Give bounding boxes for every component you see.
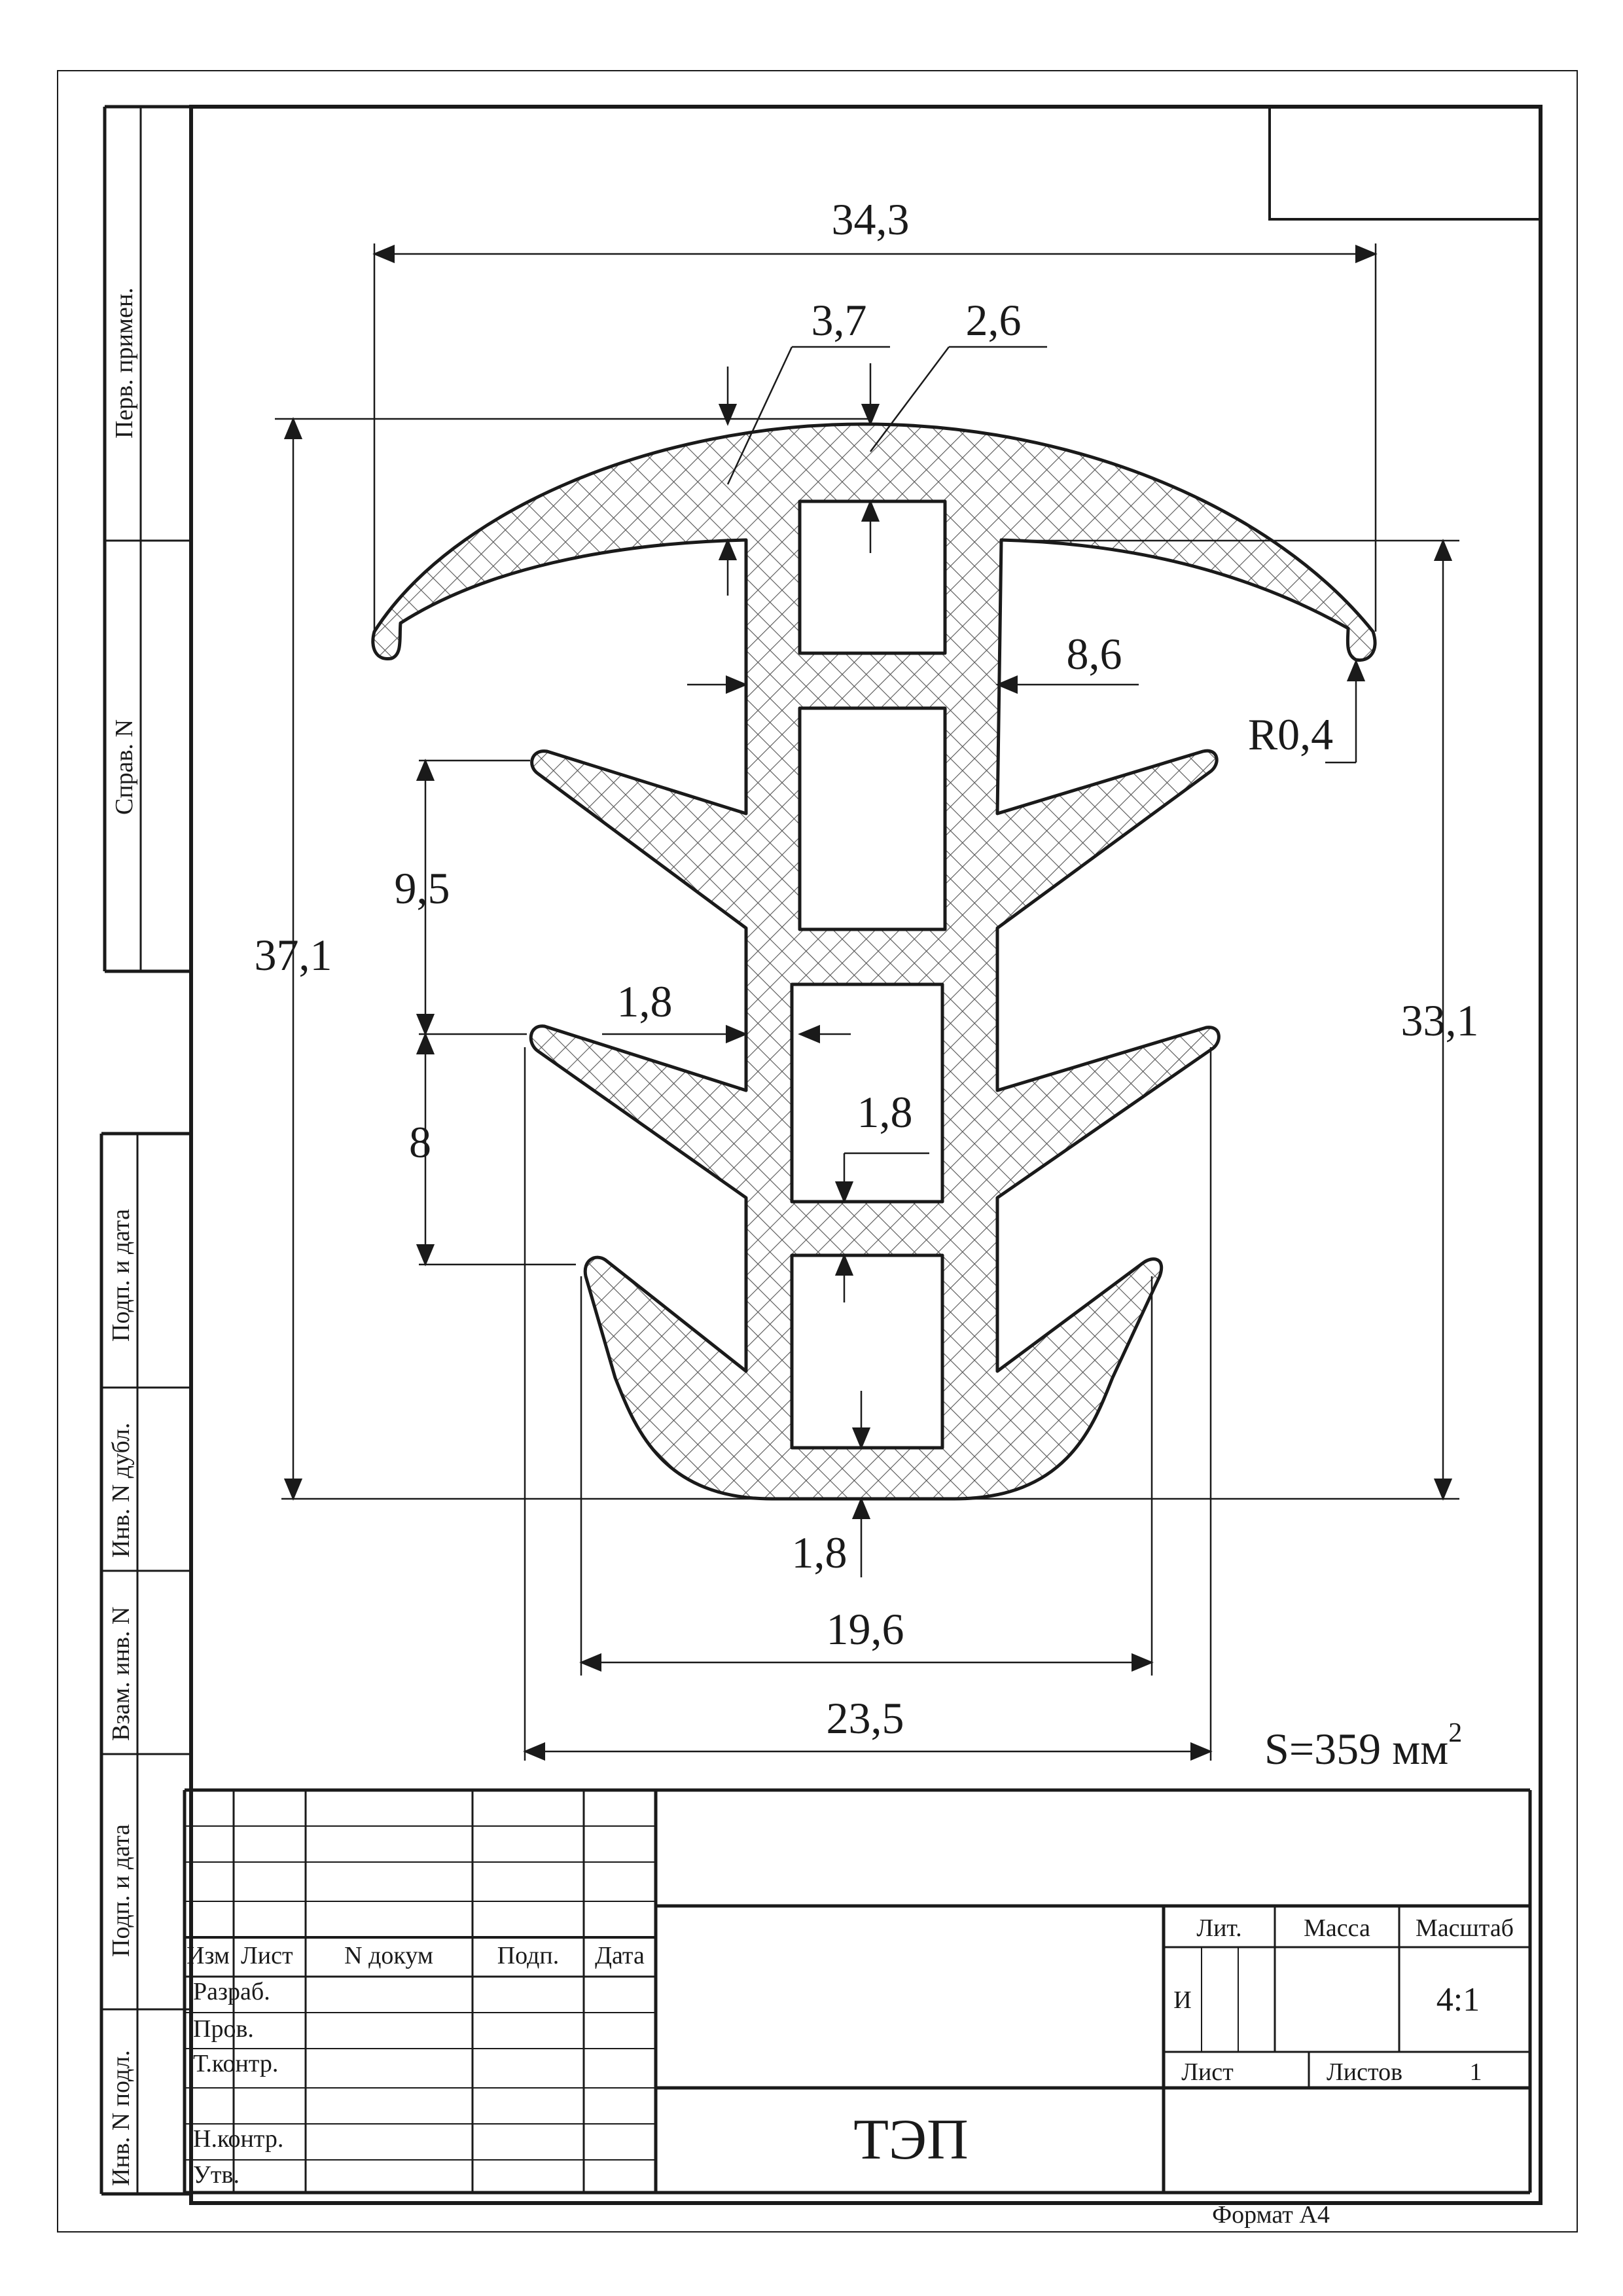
header-izm: Изм: [187, 1942, 230, 1969]
role-n-kontr: Н.контр.: [193, 2125, 283, 2153]
role-t-kontr: Т.контр.: [193, 2050, 278, 2077]
area-superscript: 2: [1448, 1718, 1462, 1748]
label-perv-primen: Перв. примен.: [111, 287, 138, 439]
role-razrab: Разраб.: [193, 1978, 270, 2005]
list-label: Лист: [1181, 2058, 1234, 2086]
header-podp: Подп.: [497, 1942, 560, 1969]
title-block-text: Изм Лист N докум Подп. Дата Разраб. Пров…: [187, 1914, 1514, 2229]
designation: ТЭП: [853, 2108, 968, 2172]
dimension-labels: 34,3 3,7 2,6 8,6 R0,4 37,1 33,1 9,5 8 1,…: [255, 194, 1479, 1774]
lit-label: Лит.: [1196, 1914, 1241, 1942]
dim-fin-pitch-lower: 8: [409, 1117, 431, 1167]
area-value: S=359 мм: [1264, 1724, 1448, 1774]
listov-value: 1: [1470, 2058, 1482, 2086]
listov-label: Листов: [1327, 2058, 1402, 2086]
dim-cavity-partition: 1,8: [857, 1087, 913, 1137]
side-stamp: [99, 105, 191, 2196]
dim-overall-width: 34,3: [832, 194, 910, 244]
label-podp-data-1: Подп. и дата: [107, 1209, 135, 1342]
title-block: [183, 1788, 1532, 2195]
dim-stem-width: 8,6: [1067, 629, 1122, 679]
dim-fin-pitch-upper: 9,5: [395, 863, 450, 913]
dim-middle-fin-span: 23,5: [827, 1693, 904, 1743]
dim-bottom-wall: 1,8: [792, 1528, 847, 1577]
dim-stem-top-thickness: 3,7: [812, 295, 867, 345]
profile-section: [371, 422, 1377, 1501]
dimension-lines: [275, 243, 1459, 1761]
massa-label: Масса: [1304, 1914, 1370, 1942]
label-sprav-n: Справ. N: [111, 719, 138, 815]
format-label: Формат А4: [1212, 2201, 1330, 2229]
dim-overall-height: 37,1: [255, 930, 332, 980]
masshtab-label: Масштаб: [1416, 1914, 1514, 1942]
dim-bottom-fin-span: 19,6: [827, 1604, 904, 1654]
label-inv-n-podl: Инв. N подл.: [107, 2050, 135, 2186]
lit-value: И: [1173, 1986, 1191, 2014]
role-prov: Пров.: [193, 2015, 254, 2043]
dim-side-wall: 1,8: [617, 977, 673, 1026]
dim-cavity-top-wall: 2,6: [966, 295, 1022, 345]
header-list: Лист: [241, 1942, 293, 1969]
header-n-dokum: N докум: [344, 1942, 433, 1969]
label-inv-n-dubl: Инв. N дубл.: [107, 1423, 135, 1558]
label-podp-data-2: Подп. и дата: [107, 1824, 135, 1957]
header-data: Дата: [595, 1942, 645, 1969]
scale-value: 4:1: [1436, 1981, 1480, 2018]
dim-edge-radius: R0,4: [1248, 709, 1333, 759]
side-stamp-labels: Перв. примен. Справ. N Подп. и дата Инв.…: [107, 287, 138, 2186]
profile-outline: [371, 422, 1377, 1501]
sheet-border: [57, 70, 1578, 2233]
area-label: S=359 мм2: [1264, 1718, 1462, 1774]
label-vzam-inv-n: Взам. инв. N: [107, 1607, 135, 1741]
role-utv: Утв.: [193, 2161, 240, 2189]
dim-height-below-flange: 33,1: [1401, 996, 1479, 1045]
